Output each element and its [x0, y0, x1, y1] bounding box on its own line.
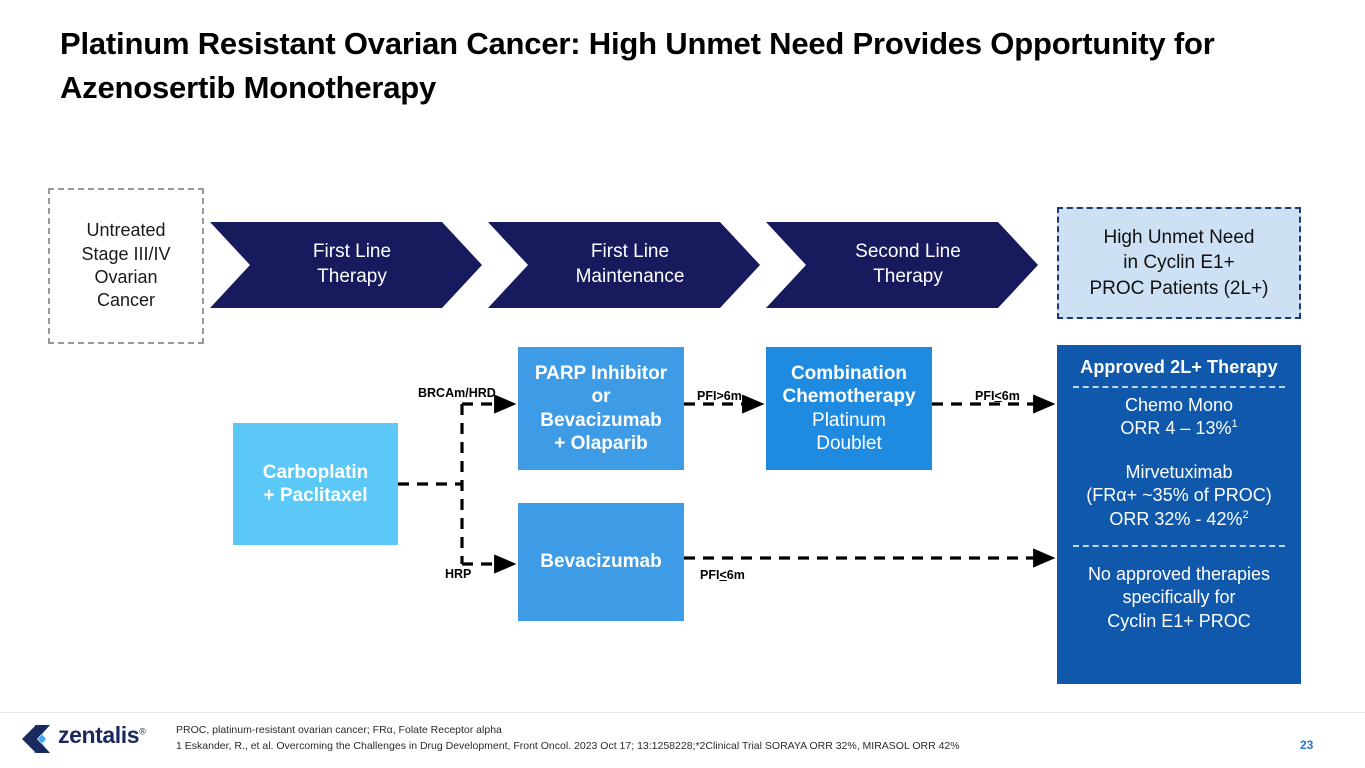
approved-panel-header: Approved 2L+ Therapy [1080, 357, 1278, 377]
no-therapy-line-1: No approved therapies [1087, 563, 1271, 584]
approved-2l-therapy-panel[interactable]: Approved 2L+ Therapy Chemo Mono ORR 4 – … [1057, 345, 1301, 684]
chevron-label-line1: First Line [312, 241, 392, 263]
high-unmet-need-box[interactable]: High Unmet Need in Cyclin E1+ PROC Patie… [1057, 207, 1301, 319]
approved-panel-divider-2 [1073, 544, 1285, 547]
treatment-line-chevron-band: First Line Therapy First Line Maintenanc… [150, 222, 1038, 308]
chemo-mono-line-1: Chemo Mono [1124, 395, 1234, 415]
footnote-line-2: 1 Eskander, R., et al. Overcoming the Ch… [176, 740, 960, 753]
chevron-label-line2: Maintenance [575, 266, 685, 287]
untreated-line-4: Cancer [96, 290, 156, 311]
no-therapy-line-2: specifically for [1122, 587, 1236, 608]
approved-panel-divider-1 [1073, 386, 1285, 388]
zentalis-wordmark: zentalis® [58, 722, 146, 748]
combo-light-line-2: Doublet [816, 432, 882, 454]
untreated-line-2: Stage III/IV [81, 243, 171, 264]
no-therapy-line-3: Cyclin E1+ PROC [1107, 610, 1251, 631]
box-parp-inhibitor[interactable]: PARP Inhibitor or Bevacizumab + Olaparib [518, 347, 684, 470]
parp-line-2: or [591, 386, 611, 408]
carboplatin-line-1: Carboplatin [262, 461, 369, 483]
chevron-label-line2: Therapy [317, 266, 387, 287]
approved-block-chemo-mono: Chemo Mono ORR 4 – 13%1 [1120, 394, 1237, 441]
untreated-line-1: Untreated [86, 220, 166, 241]
unmet-line-3: PROC Patients (2L+) [1089, 277, 1269, 299]
combo-bold-line-1: Combination [790, 363, 908, 385]
page-title: Platinum Resistant Ovarian Cancer: High … [60, 26, 1215, 106]
combo-light-line-1: Platinum [812, 409, 886, 431]
footer-divider [0, 712, 1365, 713]
untreated-line-3: Ovarian [94, 267, 158, 287]
zentalis-logo-icon [22, 725, 50, 753]
box-bevacizumab[interactable]: Bevacizumab [518, 503, 684, 621]
mirvetuximab-line-3: ORR 32% - 42%2 [1109, 508, 1249, 529]
combo-bold-line-2: Chemotherapy [782, 386, 916, 408]
untreated-stage-box[interactable]: Untreated Stage III/IV Ovarian Cancer [48, 188, 204, 344]
connector-label-brcam-hrd: BRCAm/HRD [418, 386, 496, 400]
mirvetuximab-line-2: (FRα+ ~35% of PROC) [1086, 485, 1272, 506]
carboplatin-line-2: + Paclitaxel [263, 485, 368, 506]
connector-label-pfi-le-6m-top: PFI<6m [975, 389, 1020, 403]
unmet-line-1: High Unmet Need [1103, 227, 1255, 249]
parp-line-1: PARP Inhibitor [534, 363, 668, 385]
approved-block-mirvetuximab: Mirvetuximab (FRα+ ~35% of PROC) ORR 32%… [1086, 461, 1271, 531]
footnote-line-1: PROC, platinum-resistant ovarian cancer;… [176, 724, 502, 736]
chevron-second-line-therapy[interactable]: Second Line Therapy [766, 222, 1038, 308]
bevacizumab-label: Bevacizumab [540, 551, 662, 573]
unmet-line-2: in Cyclin E1+ [1123, 252, 1235, 274]
chevron-first-line-maintenance[interactable]: First Line Maintenance [488, 222, 760, 308]
chevron-label-line2: Therapy [873, 266, 943, 287]
footnote-block: PROC, platinum-resistant ovarian cancer;… [176, 722, 1076, 755]
approved-block-no-approved-therapies: No approved therapies specifically for C… [1088, 563, 1270, 633]
box-combination-chemotherapy[interactable]: Combination Chemotherapy Platinum Double… [766, 347, 932, 470]
chevron-first-line-therapy[interactable]: First Line Therapy [210, 222, 482, 308]
footnote-ref-1: 1 [1231, 418, 1238, 431]
footnote-ref-2: 2 [1242, 508, 1249, 521]
chevron-label-line1: First Line [590, 241, 670, 263]
page-number: 23 [1300, 738, 1314, 752]
chevron-label-line1: Second Line [855, 241, 961, 263]
chemo-mono-line-2: ORR 4 – 13%1 [1120, 418, 1238, 439]
mirvetuximab-line-1: Mirvetuximab [1125, 461, 1233, 482]
box-carboplatin-paclitaxel[interactable]: Carboplatin + Paclitaxel [233, 423, 398, 545]
connector-label-pfi-le-6m-bottom: PFI<6m [700, 568, 745, 582]
parp-line-4: + Olaparib [554, 432, 648, 454]
connector-label-pfi-gt-6m: PFI>6m [697, 389, 742, 403]
parp-line-3: Bevacizumab [540, 409, 662, 431]
connector-label-hrp: HRP [445, 567, 472, 581]
